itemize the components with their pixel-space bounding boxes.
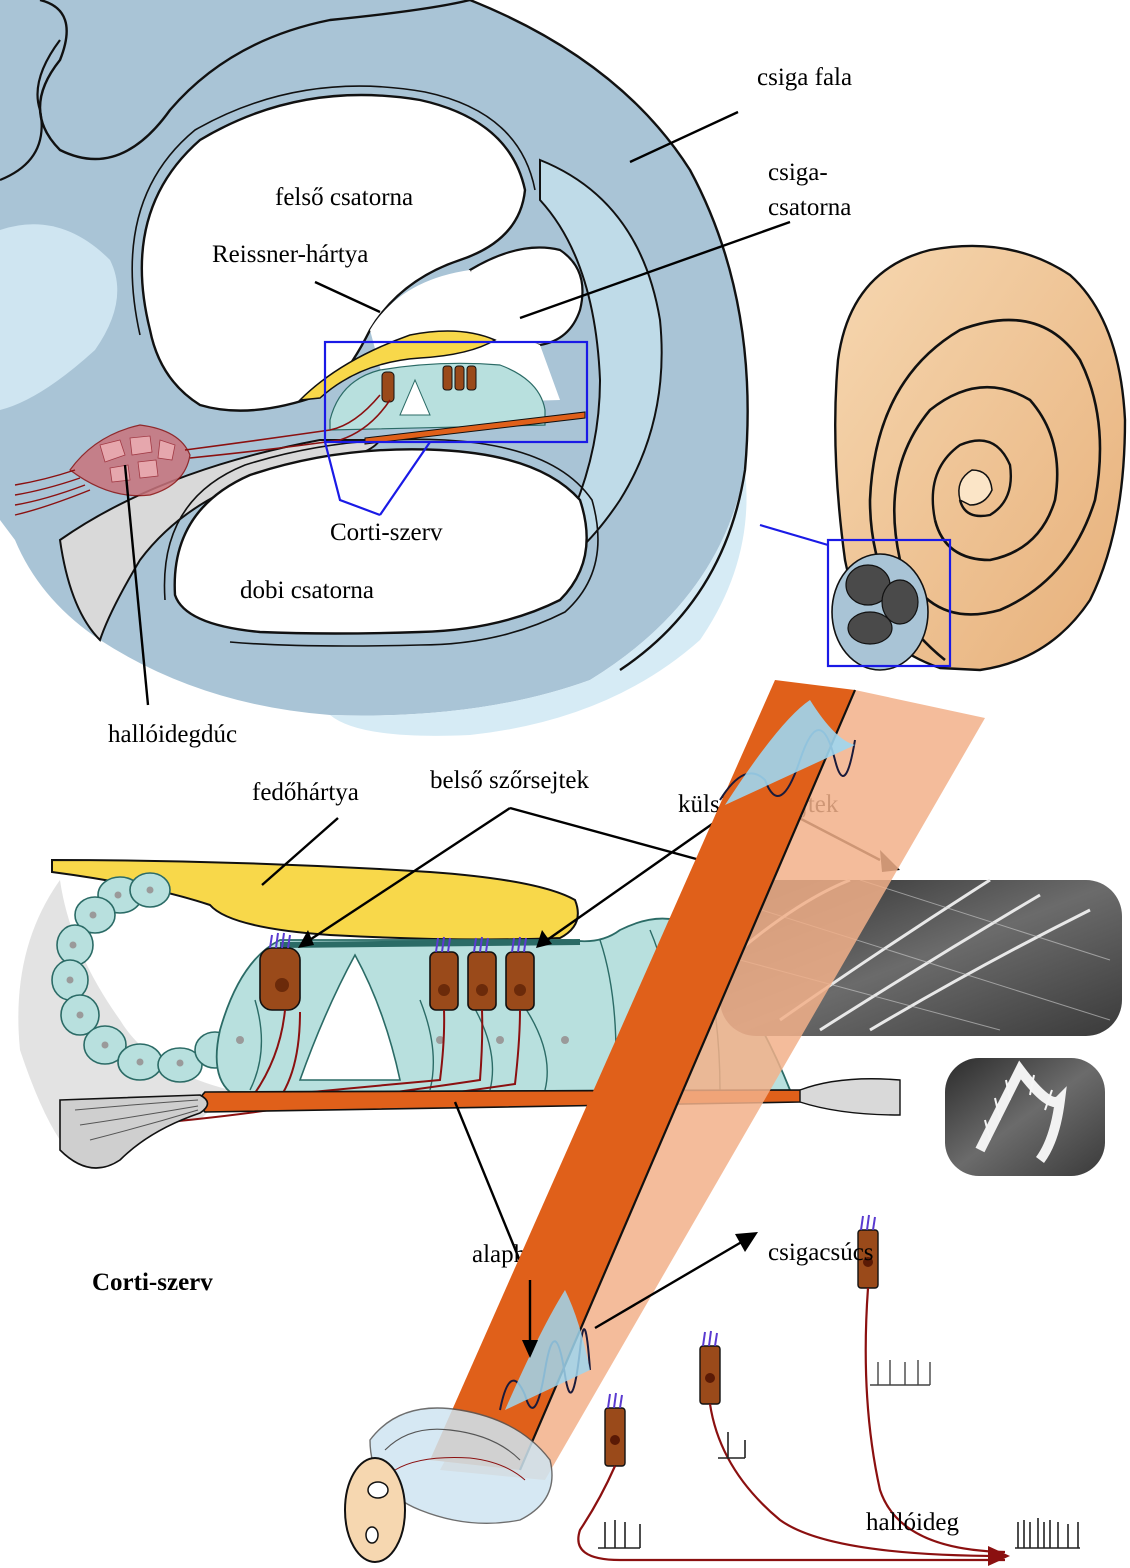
label-reissner: Reissner-hártya [212, 241, 368, 268]
direction-arrowhead [735, 1232, 758, 1252]
osseous-spiral-lamina [60, 1095, 208, 1168]
label-dobi-csatorna: dobi csatorna [240, 577, 374, 604]
label-halloidegduc: hallóidegdúc [108, 721, 237, 748]
cochlea-cross-section: csiga fala csiga- csatorna felső csatorn… [0, 0, 852, 748]
nerve-fiber-2 [710, 1404, 1005, 1556]
label-belso-szorsejtek: belső szőrsejtek [430, 767, 589, 794]
spike-train-apex [870, 1360, 930, 1385]
hair-cell-mid [700, 1331, 720, 1404]
electron-micrograph-closeup [945, 1058, 1105, 1176]
label-corti-top: Corti-szerv [330, 519, 443, 546]
spike-train-combined [1015, 1518, 1080, 1548]
label-csiga-csatorna-1: csiga- [768, 159, 828, 186]
hair-cell-base [605, 1393, 625, 1466]
cochlea-shell [760, 246, 1125, 670]
oval-window [345, 1458, 405, 1562]
label-felso-csatorna: felső csatorna [275, 184, 413, 211]
spike-train-base [598, 1520, 640, 1548]
label-fedohartya: fedőhártya [252, 779, 359, 806]
label-csiga-csatorna-2: csatorna [768, 194, 851, 221]
spiral-ligament-detail [800, 1079, 900, 1115]
label-csigacsucs: csigacsúcs [768, 1239, 874, 1266]
label-corti-bold: Corti-szerv [92, 1269, 213, 1296]
reticular-lamina [280, 942, 580, 945]
label-csiga-fala: csiga fala [757, 64, 852, 91]
shell-callout-line [760, 525, 828, 545]
label-halloideg: hallóideg [866, 1509, 960, 1536]
shell-window [832, 554, 928, 670]
nerve-arrowhead [988, 1546, 1010, 1566]
